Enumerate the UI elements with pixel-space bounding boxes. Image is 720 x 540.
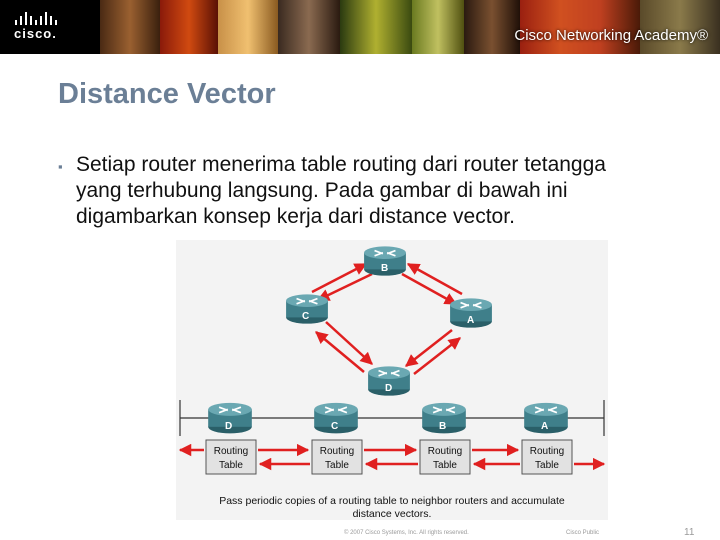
router-label: A	[467, 315, 474, 326]
banner-photo-1	[100, 0, 160, 54]
router-top-b: B	[363, 245, 407, 276]
routing-table-label-line2: Table	[433, 460, 457, 471]
routing-table-label-line1: Routing	[530, 446, 564, 457]
router-label: D	[225, 421, 232, 432]
copyright-text: © 2007 Cisco Systems, Inc. All rights re…	[344, 530, 469, 536]
arrow	[311, 262, 368, 294]
banner-photo-2	[160, 0, 218, 54]
arrow	[406, 262, 463, 296]
arrow	[401, 272, 458, 306]
router-label: B	[381, 263, 388, 274]
routing-table-label-line2: Table	[219, 460, 243, 471]
routing-table-label-line1: Routing	[428, 446, 462, 457]
bullet-text: Setiap router menerima table routing dar…	[76, 153, 606, 228]
cisco-logo-text: cisco.	[14, 26, 57, 41]
routing-table-label-line1: Routing	[214, 446, 248, 457]
router-label: C	[302, 311, 309, 322]
router-bottom-b: B	[421, 401, 467, 434]
arrow	[315, 331, 365, 373]
arrow	[413, 337, 461, 375]
page-number: 11	[684, 527, 695, 538]
arrow	[325, 321, 373, 365]
academy-title: Cisco Networking Academy®	[514, 27, 708, 44]
banner-photo-4	[278, 0, 340, 54]
router-bottom-a: A	[523, 401, 569, 434]
arrow	[405, 329, 453, 367]
routing-table-d: Routing Table	[205, 439, 257, 475]
router-label: B	[439, 421, 446, 432]
slide-title: Distance Vector	[58, 78, 276, 110]
routing-table-label-line1: Routing	[320, 446, 354, 457]
router-label: D	[385, 383, 392, 394]
routing-table-b: Routing Table	[419, 439, 471, 475]
routing-table-c: Routing Table	[311, 439, 363, 475]
top-arrows	[311, 262, 463, 375]
banner-photo-8	[520, 0, 640, 54]
router-top-a: A	[449, 297, 493, 328]
classification-label: Cisco Public	[566, 530, 600, 536]
router-top-d: D	[367, 365, 411, 396]
arrow	[316, 272, 373, 302]
router-label: C	[331, 421, 338, 432]
banner-photo-7	[464, 0, 520, 54]
banner-photo-5	[340, 0, 412, 54]
bullet-square-icon: ▪	[58, 159, 63, 174]
routing-table-label-line2: Table	[535, 460, 559, 471]
cisco-logo-icon	[15, 12, 57, 25]
header-banner: cisco. Cisco Networking Academy®	[0, 0, 720, 54]
diagram-caption-line2: distance vectors.	[353, 508, 432, 520]
banner-photo-6	[412, 0, 464, 54]
banner-photo-3	[218, 0, 278, 54]
diagram-caption-line1: Pass periodic copies of a routing table …	[219, 495, 565, 507]
router-bottom-d: D	[207, 401, 253, 434]
bottom-arrows	[178, 443, 606, 471]
router-bottom-c: C	[313, 401, 359, 434]
distance-vector-diagram: B C A D D C B A Routing Table	[176, 240, 608, 520]
routing-table-a: Routing Table	[521, 439, 573, 475]
banner-photo-9	[640, 0, 720, 54]
router-top-c: C	[285, 293, 329, 324]
router-label: A	[541, 421, 548, 432]
routing-table-label-line2: Table	[325, 460, 349, 471]
